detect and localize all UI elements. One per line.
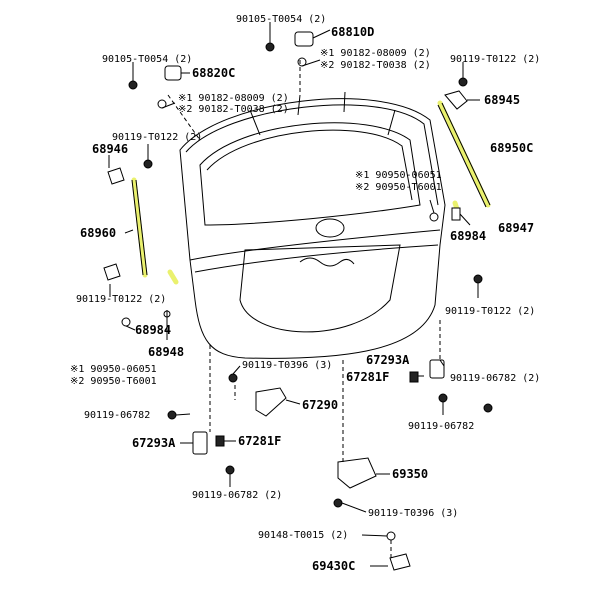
label-69350: 69350	[392, 467, 428, 481]
small-parts	[103, 31, 493, 571]
bracket-icon[interactable]	[103, 263, 121, 281]
label-90119-t0122-l: 90119-T0122 (2)	[76, 294, 166, 305]
label-90182-t0038-mid: ※2 90182-T0038 (2)	[178, 104, 289, 115]
label-90119-06782-r: 90119-06782 (2)	[450, 373, 540, 384]
latch-69350[interactable]	[337, 457, 377, 489]
cover-67281f[interactable]	[409, 371, 419, 383]
label-90119-t0122-tr: 90119-T0122 (2)	[450, 54, 540, 65]
bolt-icon[interactable]	[438, 393, 448, 403]
label-90182-08009-top: ※1 90182-08009 (2)	[320, 48, 431, 59]
cushion-68810d[interactable]	[294, 31, 314, 47]
label-90119-t0396-b: 90119-T0396 (3)	[368, 508, 458, 519]
bolt-icon[interactable]	[128, 80, 138, 90]
label-90119-06782-lb: 90119-06782 (2)	[192, 490, 282, 501]
bolt-icon[interactable]	[265, 42, 275, 52]
label-67281f-l: 67281F	[238, 434, 281, 448]
bracket-68945[interactable]	[444, 90, 468, 110]
lock-67290[interactable]	[255, 387, 287, 417]
label-67290: 67290	[302, 398, 338, 412]
label-90950-06051-l: ※1 90950-06051	[70, 364, 157, 375]
bolt-icon[interactable]	[167, 410, 177, 420]
label-90105-t0054-left: 90105-T0054 (2)	[102, 54, 192, 65]
label-68947: 68947	[498, 221, 534, 235]
label-68948: 68948	[148, 345, 184, 359]
label-90148-t0015: 90148-T0015 (2)	[258, 530, 348, 541]
striker-69430c[interactable]	[389, 553, 411, 571]
cushion-68820c[interactable]	[164, 65, 182, 81]
label-68950c: 68950C	[490, 141, 533, 155]
label-69430c: 69430C	[312, 559, 355, 573]
label-90119-06782-rb: 90119-06782	[408, 421, 474, 432]
label-68945: 68945	[484, 93, 520, 107]
hinge-67293a[interactable]	[192, 431, 208, 455]
bolt-icon[interactable]	[483, 403, 493, 413]
label-68810d: 68810D	[331, 25, 374, 39]
label-90119-t0122-tl: 90119-T0122 (2)	[112, 132, 202, 143]
label-67281f-r: 67281F	[346, 370, 389, 384]
label-68960: 68960	[80, 226, 116, 240]
strut-68950c[interactable]	[437, 100, 491, 215]
label-90950-t6001-r: ※2 90950-T6001	[355, 182, 442, 193]
label-90182-08009-mid: ※1 90182-08009 (2)	[178, 93, 289, 104]
dashed-reference-lines	[167, 60, 441, 558]
label-90182-t0038-top: ※2 90182-T0038 (2)	[320, 60, 431, 71]
clip-68984[interactable]	[451, 207, 461, 221]
part-labels: 90105-T0054 (2) 68810D ※1 90182-08009 (2…	[70, 14, 540, 573]
label-68946: 68946	[92, 142, 128, 156]
label-90119-06782-l: 90119-06782	[84, 410, 150, 421]
label-90119-t0122-r: 90119-T0122 (2)	[445, 306, 535, 317]
label-90950-t6001-l: ※2 90950-T6001	[70, 376, 157, 387]
bolt-icon[interactable]	[225, 465, 235, 475]
bolt-icon[interactable]	[458, 77, 468, 87]
bracket-68946[interactable]	[107, 167, 125, 185]
bolt-icon[interactable]	[473, 274, 483, 284]
bolt-icon[interactable]	[228, 373, 238, 383]
strut-68960[interactable]	[131, 177, 179, 285]
label-67293a-l: 67293A	[132, 436, 176, 450]
bolt-icon[interactable]	[143, 159, 153, 169]
hinge-67293a[interactable]	[429, 359, 445, 379]
label-68984-l: 68984	[135, 323, 171, 337]
back-door-outline	[179, 91, 446, 359]
label-68820c: 68820C	[192, 66, 235, 80]
label-90105-t0054-top: 90105-T0054 (2)	[236, 14, 326, 25]
label-90119-t0396-top: 90119-T0396 (3)	[242, 360, 332, 371]
bolt-icon[interactable]	[333, 498, 343, 508]
cover-67281f[interactable]	[215, 435, 225, 447]
label-90950-06051-r: ※1 90950-06051	[355, 170, 442, 181]
label-67293a-r: 67293A	[366, 353, 410, 367]
label-68984-r: 68984	[450, 229, 486, 243]
leader-lines	[108, 22, 480, 567]
